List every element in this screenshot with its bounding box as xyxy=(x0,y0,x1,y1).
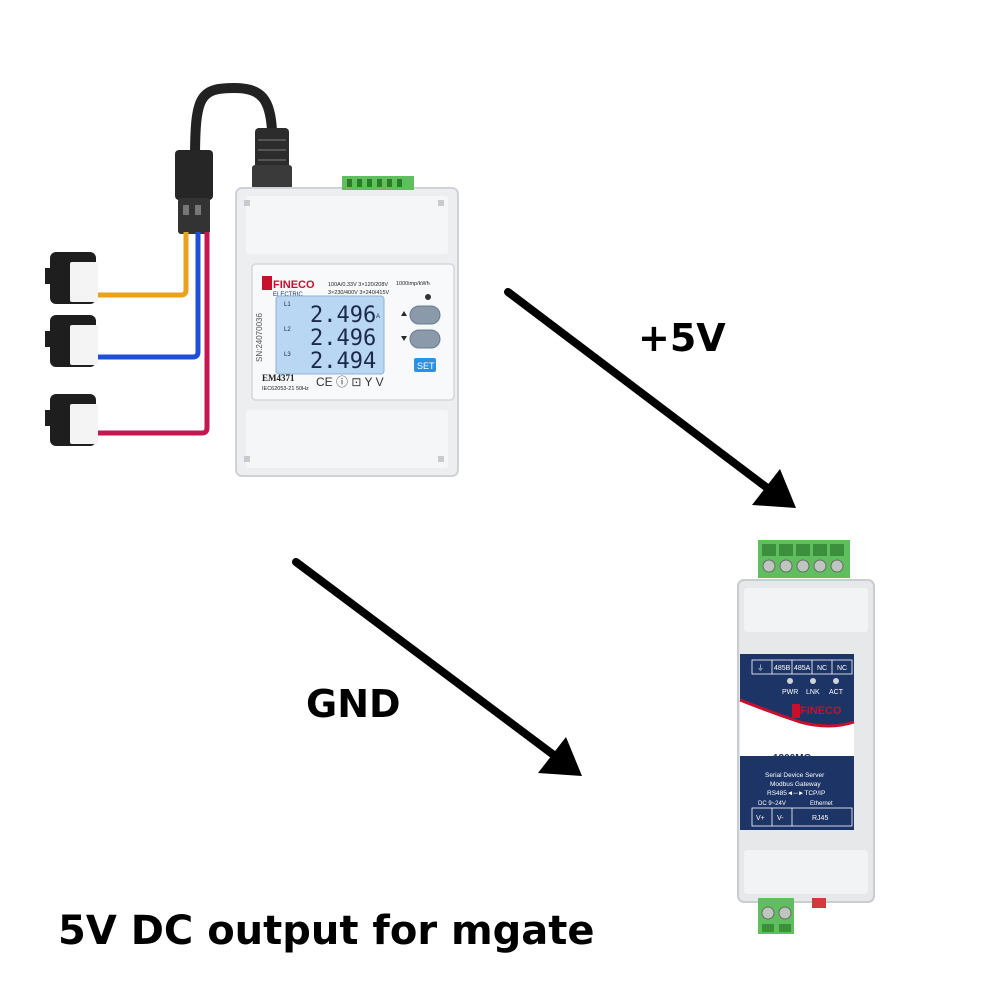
gateway-power-terminal xyxy=(758,898,826,934)
reading-l2-value: 2.496 xyxy=(310,326,376,351)
led-lnk-label: LNK xyxy=(806,689,820,696)
meter-set-button[interactable] xyxy=(414,358,436,372)
arrow-gnd xyxy=(292,558,582,776)
meter-brand-sub: ELECTRIC xyxy=(273,292,303,298)
arrow-down-icon xyxy=(401,336,407,341)
ct-clamp-l2 xyxy=(45,315,98,367)
ct-wire-red xyxy=(95,232,210,436)
meter-standard: IEC62053-21 50Hz xyxy=(262,386,309,392)
reading-l1-value: 2.496 xyxy=(310,303,376,328)
meter-up-button[interactable] xyxy=(409,305,441,325)
meter-top-connector xyxy=(252,128,292,189)
meter-model: EM4371 xyxy=(262,373,295,383)
ct-splitter-connector xyxy=(175,150,213,234)
meter-impulse: 1000imp/kWh xyxy=(396,281,430,287)
plus-5v-label: +5V xyxy=(638,316,726,360)
led-pwr-label: PWR xyxy=(782,689,798,696)
gateway-top-terminals xyxy=(758,540,850,578)
meter-down-button[interactable] xyxy=(409,329,441,349)
ct-wire-blue xyxy=(95,232,201,360)
led-pwr xyxy=(787,678,793,684)
reading-l1-phase: L1 xyxy=(284,302,291,308)
terminal-nc-2: NC xyxy=(837,665,847,672)
reading-l3-value: 2.494 xyxy=(310,349,376,374)
gnd-label: GND xyxy=(306,682,401,726)
sensor-cable xyxy=(190,82,277,165)
terminal-vminus: V- xyxy=(777,815,784,822)
meter-rating-line1: 100A/0.33V 3×120/208V xyxy=(328,282,388,288)
terminal-vplus: V+ xyxy=(756,815,765,822)
meter-compliance-marks: CE ⓘ ⊡ Y V xyxy=(316,375,384,389)
arrow-plus-5v xyxy=(504,288,796,508)
energy-meter-assembly: FINECO ELECTRIC 100A/0.33V 3×120/208V 3×… xyxy=(45,82,459,477)
reading-l3-phase: L3 xyxy=(284,352,291,358)
meter-terminal-block xyxy=(342,176,414,190)
led-act xyxy=(833,678,839,684)
meter-set-label: SET xyxy=(417,361,435,371)
gateway-terminal-labels: ⏚ 485B 485A NC NC xyxy=(751,659,853,675)
diagram-caption: 5V DC output for mgate xyxy=(58,908,595,954)
gateway-power-label: DC 9~24V xyxy=(758,801,786,807)
terminal-nc-1: NC xyxy=(817,665,827,672)
gateway-brand: FINECO xyxy=(800,705,842,717)
meter-brand: FINECO xyxy=(273,279,315,291)
meter-lcd xyxy=(275,295,385,375)
gateway-brand-sub: ELECTRIC xyxy=(800,717,830,723)
gateway-eth-label: Ethernet xyxy=(810,801,833,807)
reading-l2-phase: L2 xyxy=(284,327,291,333)
ct-wire-yellow xyxy=(95,232,189,298)
terminal-485a: 485A xyxy=(794,665,811,672)
meter-rating-line2: 3×230/400V 3×240/415V xyxy=(328,290,390,296)
modbus-gateway: ⏚ 485B 485A NC NC PWR LNK ACT FINECO ELE… xyxy=(737,540,875,934)
led-lnk xyxy=(810,678,816,684)
gateway-desc-3: RS485◄─►TCP/IP xyxy=(767,790,825,797)
meter-pulse-led xyxy=(425,294,431,300)
gateway-desc-2: Modbus Gateway xyxy=(770,781,821,788)
arrow-up-icon xyxy=(401,311,407,316)
terminal-rj45: RJ45 xyxy=(812,815,828,822)
gateway-leds: PWR LNK ACT xyxy=(782,678,844,696)
reading-unit: A xyxy=(376,314,380,320)
terminal-485b: 485B xyxy=(774,665,791,672)
meter-serial: SN:24070036 xyxy=(255,313,264,362)
gateway-model: 1200MG xyxy=(773,753,812,764)
ct-clamp-l1 xyxy=(45,252,98,304)
led-act-label: ACT xyxy=(829,689,844,696)
gateway-desc-1: Serial Device Server xyxy=(765,772,825,779)
terminal-ground-icon: ⏚ xyxy=(757,664,764,672)
energy-meter: FINECO ELECTRIC 100A/0.33V 3×120/208V 3×… xyxy=(235,176,459,477)
ct-clamp-l3 xyxy=(45,394,98,446)
